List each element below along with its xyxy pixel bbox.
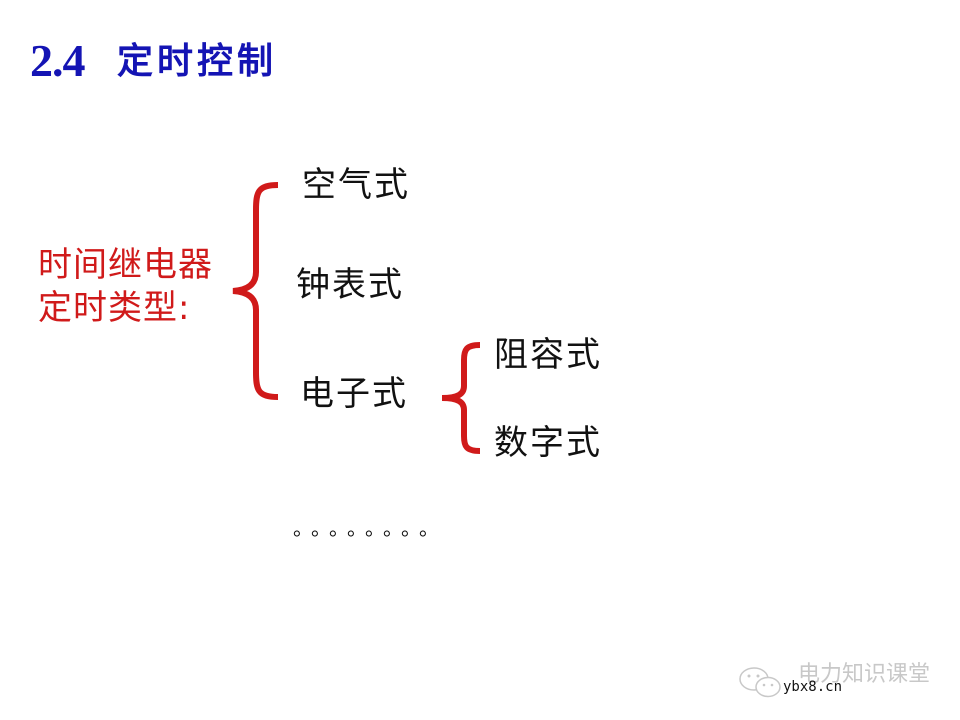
sub-brace-icon <box>441 342 481 454</box>
page-title: 定时控制 <box>117 41 278 82</box>
wechat-icon <box>739 667 781 698</box>
category-label-line1: 时间继电器 <box>38 245 213 285</box>
type-item-air: 空气式 <box>302 165 410 205</box>
main-brace-icon <box>232 182 279 400</box>
site-url: ybx8.cn <box>783 679 843 695</box>
watermark: 电力知识课堂 ybx8.cn <box>738 660 938 700</box>
subtype-item-digital: 数字式 <box>494 423 602 463</box>
type-item-clock: 钟表式 <box>296 265 404 305</box>
type-item-electronic: 电子式 <box>300 374 408 414</box>
ellipsis: 。。。。。。。。 <box>293 516 447 540</box>
section-number: 2.4 <box>30 35 85 86</box>
account-name: 电力知识课堂 <box>798 662 931 687</box>
subtype-item-rc: 阻容式 <box>494 335 602 375</box>
category-label-line2: 定时类型: <box>38 288 191 328</box>
